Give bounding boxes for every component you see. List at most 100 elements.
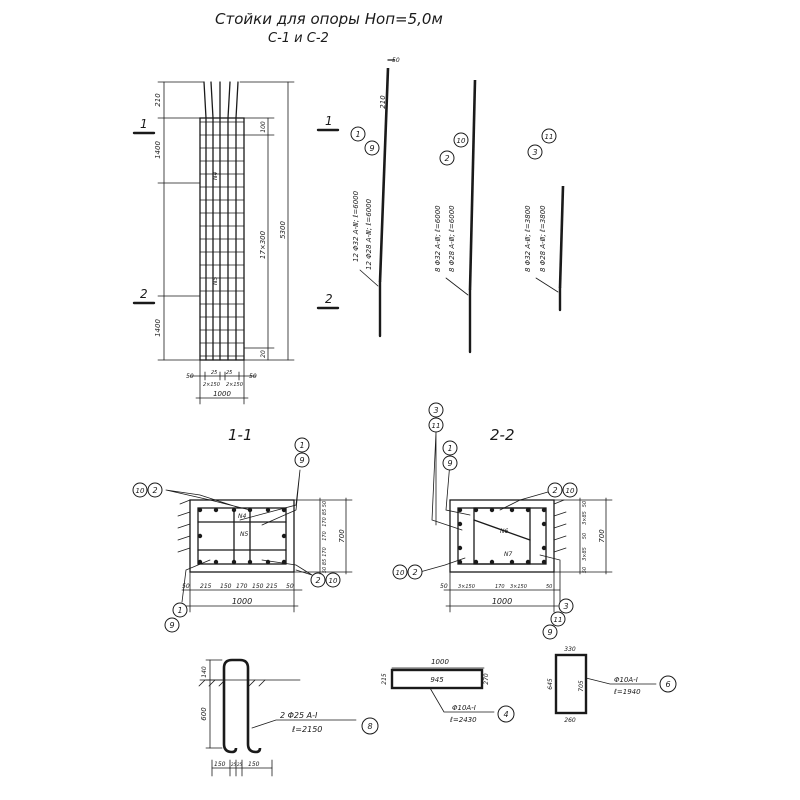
elev-bdim-2x150-b: 2×150 (226, 382, 243, 388)
section-1-1-bar (197, 559, 203, 565)
elevation-section-marks: 1 2 (132, 117, 156, 305)
sec11-mark-1: 1 (299, 441, 304, 450)
drawing-title: Стойки для опоры Hоп=5,0м (215, 10, 443, 28)
schedule-2-pos-a-marker (439, 150, 455, 166)
hook-bdim-1: 25 (231, 762, 237, 767)
schedule-2-label-b: 8 Φ28 A-Ⅲ; ℓ=6000 (448, 205, 456, 272)
drawing-subtitle: С-1 и С-2 (268, 31, 329, 46)
elevation-stirrups (199, 121, 245, 357)
elev-section-2: 2 (140, 287, 148, 301)
schedule-2-label-a: 8 Φ32 A-Ⅲ; ℓ=6000 (434, 205, 442, 272)
bar4-inner: 945 (430, 676, 444, 684)
sec11-mark-2: 2 (152, 486, 157, 495)
section-1-1-bar (213, 559, 219, 565)
sec11-rdim-2: 170 (322, 517, 328, 527)
section-2-2-right-dims: 50 3×85 50 3×85 50 700 (553, 497, 613, 575)
schedule-1-pos-b: 9 (369, 144, 374, 153)
detail-bar-4: 1000 945 215 270 Φ10A-Ⅰ ℓ=2430 4 (381, 658, 515, 724)
bar-schedule-1: 50 210 1 2 12 Φ32 A-Ⅲ; ℓ=6000 12 Φ28 A-Ⅲ… (316, 57, 400, 338)
bar-schedule-2: 8 Φ32 A-Ⅲ; ℓ=6000 8 Φ28 A-Ⅲ; ℓ=6000 2 10 (434, 79, 477, 354)
sec22-mark-11b-marker (550, 611, 566, 627)
sec22-mark-3-marker (428, 402, 444, 418)
bar6-bottom: 260 (564, 717, 576, 724)
schedule-1-label-b: 12 Φ28 A-Ⅲ; ℓ=6000 (365, 198, 373, 270)
section-2-2-bar (541, 507, 547, 513)
sec11-mark-1b-marker (172, 602, 188, 618)
schedule-2-pos-b: 10 (457, 137, 466, 145)
elev-bdim-2x150-a: 2×150 (203, 382, 220, 388)
section-1-1-n4: N4 (238, 513, 246, 520)
sec22-bdim-2: 170 (495, 584, 505, 590)
schedule-3-pos-b: 11 (545, 133, 554, 141)
sec22-mark-9b-marker (542, 624, 558, 640)
section-1-1-right-dims: 50 85 170 170 170 85 50 700 (293, 497, 353, 575)
section-1-1-bar (231, 559, 237, 565)
section-2-2-bar (525, 507, 531, 513)
sec22-mark-10: 10 (566, 487, 575, 495)
section-1-1-bar (197, 507, 203, 513)
schedule-3-label-a: 8 Φ32 A-Ⅲ; ℓ=3800 (524, 205, 532, 272)
bar4-length: 1000 (431, 658, 449, 666)
elev-width-1000: 1000 (213, 390, 231, 398)
schedule-1-dim-210: 210 (379, 95, 387, 109)
sec11-rdim-5: 85 (322, 559, 328, 565)
schedule-2-pos-a: 2 (444, 154, 449, 163)
bar4-h-right: 270 (483, 673, 490, 685)
schedule-1-pos-b-marker (364, 140, 380, 156)
elev-section-1: 1 (140, 117, 148, 131)
section-2-2-bottom-dims: 50 3×150 170 3×150 50 1000 (440, 571, 561, 613)
elevation-bottom-dims: 50 25 25 50 2×150 2×150 1000 (186, 359, 257, 405)
sec22-mark-2b-marker (407, 564, 423, 580)
sec22-rdim-2: 50 (582, 533, 588, 539)
elev-bdim-50-right: 50 (249, 373, 257, 380)
section-2-2-bar (525, 559, 531, 565)
hook-bdim-3: 150 (248, 761, 260, 768)
section-1-1-bar (265, 507, 271, 513)
sec11-mark-9: 9 (299, 456, 304, 465)
sec22-mark-10b: 10 (396, 569, 405, 577)
sec22-mark-11-marker (428, 417, 444, 433)
section-1-1-bar (247, 559, 253, 565)
section-1-1-title: 1-1 (228, 426, 253, 444)
schedule-1-pos-a: 1 (355, 130, 360, 139)
section-1-1-bar (231, 507, 237, 513)
bar6-top: 330 (564, 646, 576, 653)
sec11-width: 1000 (232, 597, 252, 606)
elev-dim-210: 210 (154, 93, 162, 107)
section-2-2-bar (509, 559, 515, 565)
sec22-mark-1: 1 (447, 444, 452, 453)
schedule-1-section-1: 1 (325, 114, 333, 128)
sec22-mark-11b: 11 (554, 616, 563, 624)
hook-bdim-2: 25 (237, 762, 243, 767)
sec22-bdim-1: 3×150 (458, 584, 475, 590)
section-2-2-bar (457, 507, 463, 513)
elev-bdim-25-b: 25 (226, 370, 232, 376)
section-1-1-bar (197, 533, 203, 539)
sec11-mark-10: 10 (136, 487, 145, 495)
sec22-mark-9b: 9 (547, 628, 552, 637)
sec22-mark-9-marker (442, 455, 458, 471)
schedule-1-label-a: 12 Φ32 A-Ⅲ; ℓ=6000 (352, 190, 360, 262)
bar4-label-a: Φ10A-Ⅰ (452, 704, 476, 712)
section-2-2-bar (473, 559, 479, 565)
section-2-2-n7: N7 (504, 551, 512, 558)
schedule-1-dim-50: 50 (392, 57, 400, 64)
bar4-pos: 4 (503, 710, 508, 719)
section-2-2-bar (457, 545, 463, 551)
section-1-1-bar (281, 533, 287, 539)
bar4-shape (390, 668, 484, 690)
section-2-2-title: 2-2 (490, 426, 515, 444)
sec22-mark-2-marker (547, 482, 563, 498)
hook-dim-600: 600 (200, 707, 208, 721)
bar6-label-b: ℓ=1940 (613, 688, 641, 696)
sec22-mark-10b-marker (392, 564, 408, 580)
section-2-2-bar (489, 507, 495, 513)
bar6-pos-marker (659, 675, 677, 693)
sec22-bdim-4: 50 (546, 584, 552, 590)
bar6-label-a: Φ10A-Ⅰ (614, 676, 638, 684)
hook-label-a: 2 Φ25 A-Ⅰ (280, 711, 318, 720)
sec22-rdim-4: 50 (582, 567, 588, 573)
section-2-2-stirrup (457, 507, 547, 565)
elev-dim-1400-lower: 1400 (154, 319, 162, 337)
bar4-pos-marker (497, 705, 515, 723)
